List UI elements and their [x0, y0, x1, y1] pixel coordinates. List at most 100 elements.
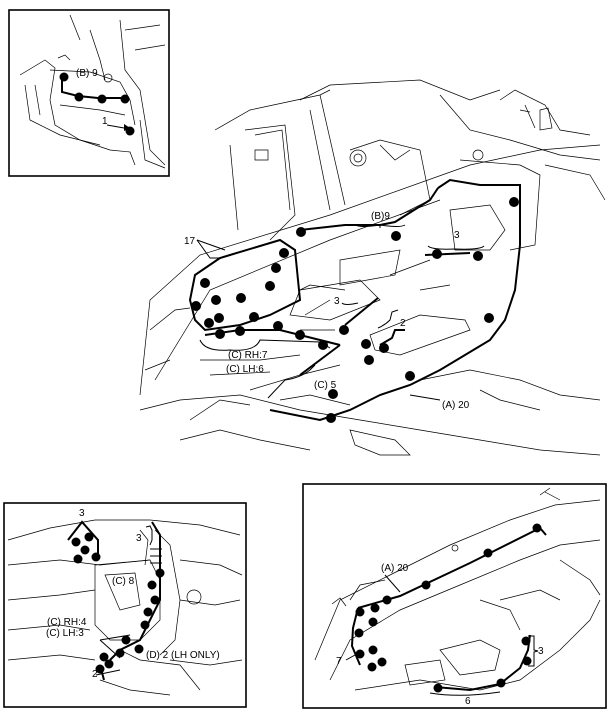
- label-c-rh4: (C) RH:4: [47, 617, 87, 628]
- label-c-lh6: (C) LH:6: [226, 364, 264, 375]
- arrow-1-head: [124, 124, 130, 131]
- seal-dot: [211, 295, 221, 305]
- seal-dot: [473, 251, 483, 261]
- seal-dot: [91, 552, 101, 562]
- seal-path-2: [379, 329, 405, 346]
- inset-brackets: [95, 525, 162, 676]
- label-7: 7: [336, 656, 342, 667]
- seal-dot: [150, 595, 160, 605]
- inset-bottom-right: (A) 20 7 3 6: [302, 483, 607, 709]
- main-sealing-dots: [191, 197, 519, 423]
- label-c5: (C) 5: [314, 380, 337, 391]
- seal-dot: [265, 281, 275, 291]
- seal-dot: [200, 278, 210, 288]
- seal-dot: [405, 371, 415, 381]
- seal-dot: [328, 389, 338, 399]
- seal-path-3a: [424, 252, 471, 256]
- seal-dot: [97, 94, 107, 104]
- label-3b: 3: [334, 296, 340, 307]
- seal-dot: [236, 293, 246, 303]
- seal-path-c5: [299, 344, 341, 376]
- seal-dot: [433, 683, 443, 693]
- seal-dot: [496, 678, 506, 688]
- inset-top-left: (B) 9 1: [8, 9, 170, 177]
- seal-dot: [115, 648, 125, 658]
- seal-dot: [522, 656, 532, 666]
- seal-dot: [95, 664, 105, 674]
- seal-dot: [273, 321, 283, 331]
- inset-frame: [302, 483, 607, 709]
- seal-dot: [361, 339, 371, 349]
- seal-dot: [391, 231, 401, 241]
- seal-dot: [134, 644, 144, 654]
- seal-dot: [249, 312, 259, 322]
- seal-path-a20: [269, 178, 521, 422]
- seal-path-6: [434, 634, 531, 692]
- seal-dot: [484, 313, 494, 323]
- seal-dot: [355, 649, 365, 659]
- inset-sealing-dots: [71, 532, 165, 674]
- inset-structure: [19, 14, 166, 169]
- seal-dot: [326, 413, 336, 423]
- seal-dot: [279, 248, 289, 258]
- seal-dot: [59, 72, 69, 82]
- label-17: 17: [184, 236, 196, 247]
- seal-dot: [295, 330, 305, 340]
- seal-dot: [71, 537, 81, 547]
- seal-dot: [296, 227, 306, 237]
- seal-dot: [235, 326, 245, 336]
- seal-dot: [509, 197, 519, 207]
- seal-dot: [147, 580, 157, 590]
- seal-dot: [339, 325, 349, 335]
- seal-dot: [73, 554, 83, 564]
- seal-dot: [84, 532, 94, 542]
- seal-dot: [483, 548, 493, 558]
- label-b9: (B)9: [371, 211, 390, 222]
- seal-dot: [379, 343, 389, 353]
- inset-brackets: [345, 574, 539, 696]
- label-d2: (D) 2 (LH ONLY): [146, 650, 220, 661]
- seal-dot: [271, 263, 281, 273]
- label-2: 2: [400, 318, 406, 329]
- inset-sealing-dots: [354, 523, 542, 693]
- seal-dot: [140, 620, 150, 630]
- label-1: 1: [102, 116, 108, 127]
- main-brackets: [196, 224, 485, 401]
- label-6: 6: [465, 696, 471, 707]
- label-a20: (A) 20: [442, 400, 470, 411]
- seal-dot: [377, 657, 387, 667]
- seal-dot: [121, 635, 131, 645]
- main-body-structure: [139, 79, 606, 456]
- seal-dot: [80, 545, 90, 555]
- seal-dot: [191, 301, 201, 311]
- seal-dot: [368, 645, 378, 655]
- label-b9: (B) 9: [76, 68, 98, 79]
- inset-structure: [314, 487, 601, 691]
- label-c-rh7: (C) RH:7: [228, 350, 268, 361]
- seal-dot: [421, 580, 431, 590]
- main-view: 17 (B)9 3 3 2 (C) RH:7 (C) LH:6 (C) 5 (A…: [139, 79, 606, 456]
- seal-dot: [99, 652, 109, 662]
- seal-dot: [355, 607, 365, 617]
- inset-frame: [8, 9, 170, 177]
- seal-dot: [214, 313, 224, 323]
- arrow-1: [106, 124, 125, 129]
- label-a20: (A) 20: [381, 563, 409, 574]
- label-3a: 3: [454, 230, 460, 241]
- seal-dot: [521, 636, 531, 646]
- seal-dot: [364, 355, 374, 365]
- seal-dot: [143, 607, 153, 617]
- inset-bottom-left: 3 3 (C) 8 (C) RH:4 (C) LH:3 (D) 2 (LH ON…: [3, 502, 247, 708]
- seal-dot: [318, 340, 328, 350]
- seal-path-3b: [344, 297, 379, 326]
- label-3: 3: [538, 646, 544, 657]
- label-c8: (C) 8: [112, 576, 135, 587]
- seal-dot: [532, 523, 542, 533]
- seal-path-b9: [299, 187, 439, 231]
- seal-dot: [215, 329, 225, 339]
- seal-dot: [367, 662, 377, 672]
- label-3a: 3: [79, 508, 85, 519]
- seal-dot: [104, 659, 114, 669]
